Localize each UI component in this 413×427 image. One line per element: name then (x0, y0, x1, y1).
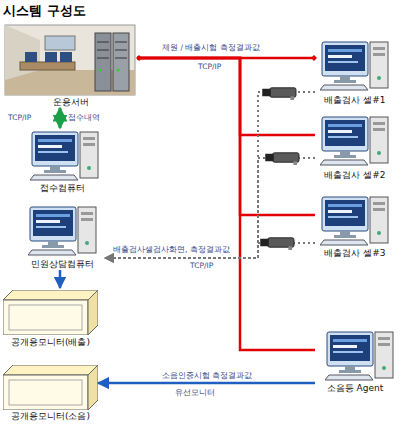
protocol-label: TCP/IP (190, 261, 213, 270)
network-line (137, 58, 315, 350)
node-box: 민원상담컴퓨터 (20, 203, 105, 270)
node-box: 배출검사 셀#3 (315, 193, 395, 259)
computer-icon (320, 117, 388, 165)
computer-icon (28, 207, 96, 255)
display-icon (3, 290, 98, 335)
monitor-arrow (98, 382, 315, 385)
node-label: 운용서버 (53, 97, 89, 108)
camera-icon (262, 88, 296, 100)
protocol-label: TCP/IP (198, 62, 221, 71)
node-box: 공개용모니터(소음) (3, 362, 98, 422)
node-box: 운용서버 (5, 25, 137, 108)
line-end-diamond (311, 55, 317, 61)
node-box: 배출검사 셀#1 (315, 38, 395, 106)
edge-label: 배출검사셀검사화면, 측정결과값 (113, 245, 230, 254)
computer-icon (325, 332, 393, 380)
server-room-illustration (5, 25, 135, 95)
node-box: 배출검사 셀#2 (315, 113, 395, 181)
camera-icon (265, 153, 299, 165)
network-line (137, 58, 315, 215)
network-line (137, 58, 315, 135)
video-line (105, 158, 315, 258)
node-box: 접수컴퓨터 (25, 128, 100, 194)
node-label: 민원상담컴퓨터 (31, 259, 94, 270)
protocol-label: 유선모니터 (175, 388, 215, 397)
node-box: 소음등 Agent (315, 328, 395, 394)
edge-label: 소음인증시험 측정결과값 (162, 371, 252, 380)
computer-icon (30, 132, 98, 180)
camera-icon (260, 238, 294, 250)
edge-label: 제원 / 배출시험 측정결과값 (162, 43, 260, 52)
video-line (105, 92, 315, 258)
computer-icon (320, 42, 388, 90)
data-arrow (59, 108, 62, 128)
node-label: 배출검사 셀#1 (324, 95, 385, 106)
monitor-arrow (59, 270, 62, 288)
node-label: 접수컴퓨터 (40, 183, 85, 194)
diagram-title: 시스템 구성도 (3, 2, 86, 20)
protocol-label: TCP/IP (8, 113, 31, 122)
node-label: 공개용모니터(배출) (11, 337, 90, 348)
computer-icon (320, 197, 388, 245)
display-icon (3, 365, 98, 410)
node-label: 배출검사 셀#2 (324, 170, 385, 181)
node-label: 배출검사 셀#3 (324, 248, 385, 259)
node-label: 공개용모니터(소음) (11, 411, 90, 422)
node-box: 공개용모니터(배출) (3, 288, 98, 348)
node-label: 소음등 Agent (327, 383, 384, 394)
edge-label: 접수내역 (68, 113, 100, 122)
line-end-diamond (136, 55, 142, 61)
